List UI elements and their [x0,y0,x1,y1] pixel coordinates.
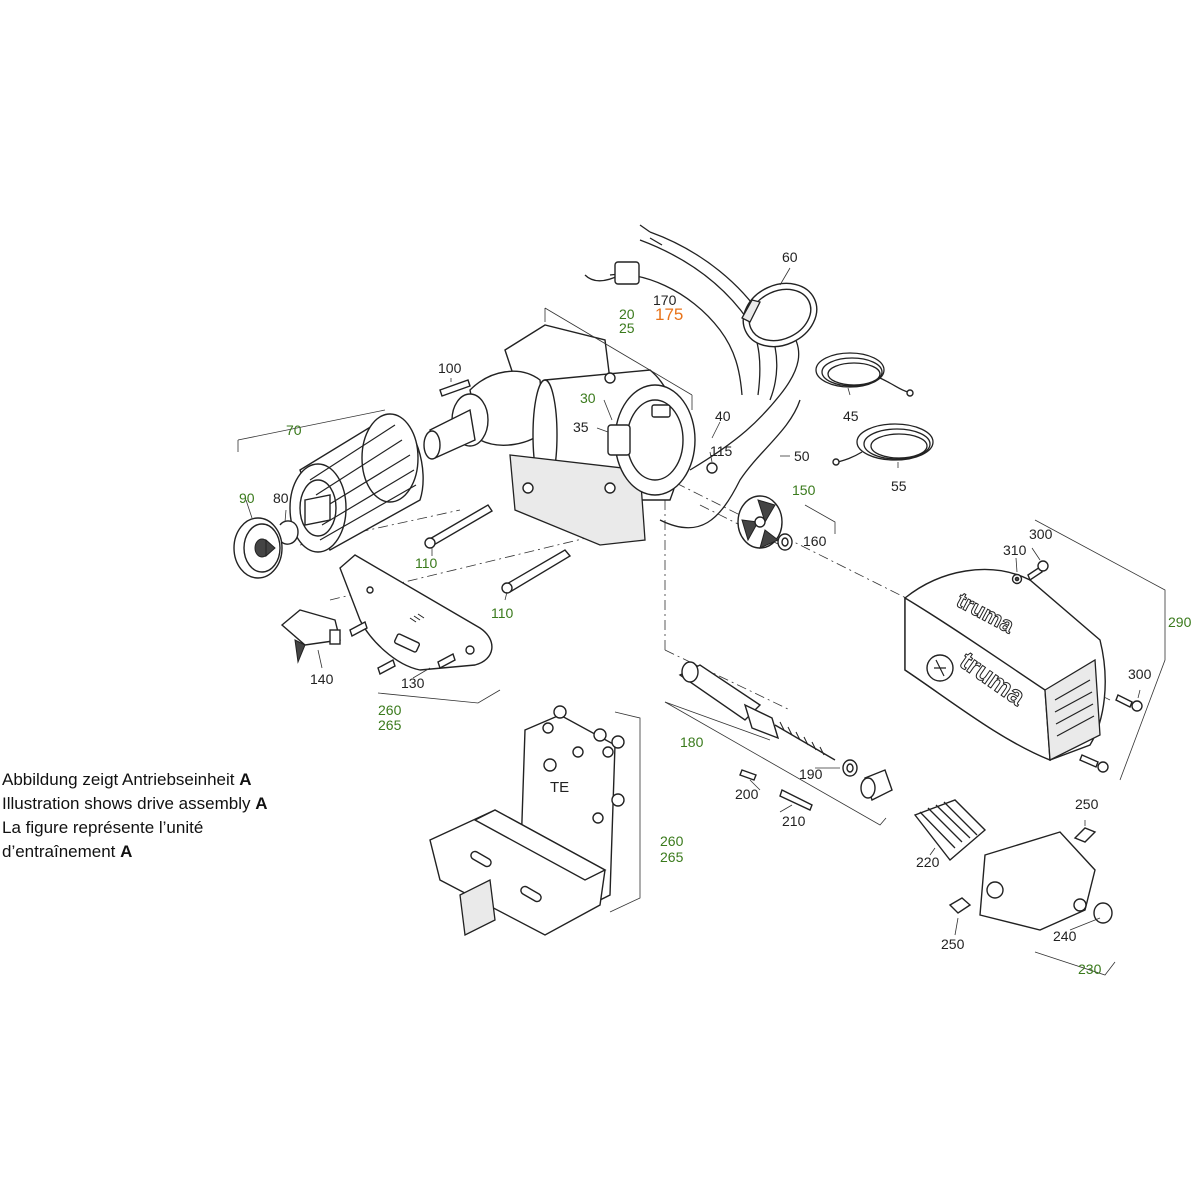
callout-290: 290 [1168,614,1192,630]
washer-160 [777,533,793,551]
mounting-bracket [429,705,625,936]
callout-130: 130 [401,675,425,691]
callout-70: 70 [286,422,302,438]
callout-250-bottom: 250 [941,936,965,952]
callout-260-top: 260 [378,702,402,718]
callout-20: 20 [619,306,635,322]
bolt-200 [739,769,757,781]
side-plate [339,554,493,671]
fan-wheel [737,495,783,549]
callout-190: 190 [799,766,823,782]
screw-300-right [1115,694,1143,712]
caption-letter: A [120,842,133,861]
pin-100 [439,379,471,397]
callout-40: 40 [715,408,731,424]
drive-motor-gearbox [423,324,718,546]
callout-175: 175 [655,305,683,324]
callout-160: 160 [803,533,827,549]
callout-220: 220 [916,854,940,870]
bracket-stamp: TE [550,779,569,796]
spindle-motor-180 [678,661,836,761]
callout-60: 60 [782,249,798,265]
callout-310: 310 [1003,542,1027,558]
screw-250-bottom [948,897,972,914]
end-housing-230 [979,831,1096,931]
leader-lines [237,267,1166,976]
callout-260-bottom: 260 [660,833,684,849]
coiled-cable-45 [815,352,914,397]
callout-100: 100 [438,360,462,376]
screw-300-top [1027,560,1049,582]
callout-110-upper: 110 [415,555,438,571]
callout-labels: 20 25 30 35 40 45 50 55 60 70 80 90 100 … [239,249,1192,977]
callout-200: 200 [735,786,759,802]
callout-265-top: 265 [378,717,402,733]
callout-265-bottom: 265 [660,849,684,865]
caption-line-french-1: La figure représente l’unité [2,818,204,837]
callout-240: 240 [1053,928,1077,944]
bellows-220 [913,799,987,862]
caption-letter: A [255,794,268,813]
nut-195 [860,769,893,801]
wedge-bracket-140 [280,609,341,664]
callout-30: 30 [580,390,596,406]
drive-roller [289,413,424,553]
caption-line-english: Illustration shows drive assembly A [2,794,268,813]
sensor-wire [659,329,801,529]
callout-25: 25 [619,320,635,336]
caption-line-french-2: d’entraînement A [2,842,133,861]
washer-190 [842,759,858,777]
callout-230: 230 [1078,961,1102,977]
callout-210: 210 [782,813,806,829]
end-cap-90 [233,517,283,579]
plug-240 [1093,902,1113,924]
callout-50: 50 [794,448,810,464]
cable-tie [741,282,818,348]
callout-45: 45 [843,408,859,424]
caption-letter: A [239,770,252,789]
callout-80: 80 [273,490,289,506]
bolt-210 [779,789,813,811]
caption-line-german: Abbildung zeigt Antriebseinheit A [2,770,252,789]
screw-300-bottom [1079,754,1109,773]
drive-assembly-caption: Abbildung zeigt Antriebseinheit A Illust… [2,768,362,864]
callout-180: 180 [680,734,704,750]
callout-35: 35 [573,419,589,435]
callout-170: 170 [653,292,677,308]
coiled-cable-55 [832,423,934,466]
callout-115: 115 [710,443,733,459]
callout-150: 150 [792,482,816,498]
shaft-110-lower [501,549,572,594]
callout-140: 140 [310,671,334,687]
bracket-bolts [542,705,625,824]
callout-55: 55 [891,478,907,494]
circlip-80 [279,520,299,545]
motor-cover [904,568,1106,762]
shaft-110-upper [424,504,493,549]
callout-110-lower: 110 [491,605,514,621]
callout-300-top: 300 [1029,526,1053,542]
washer-310 [1011,573,1023,585]
callout-300-right: 300 [1128,666,1152,682]
screw-250-top [1073,827,1097,843]
mounting-pins-130 [349,620,456,676]
callout-250-top: 250 [1075,796,1099,812]
callout-90: 90 [239,490,255,506]
